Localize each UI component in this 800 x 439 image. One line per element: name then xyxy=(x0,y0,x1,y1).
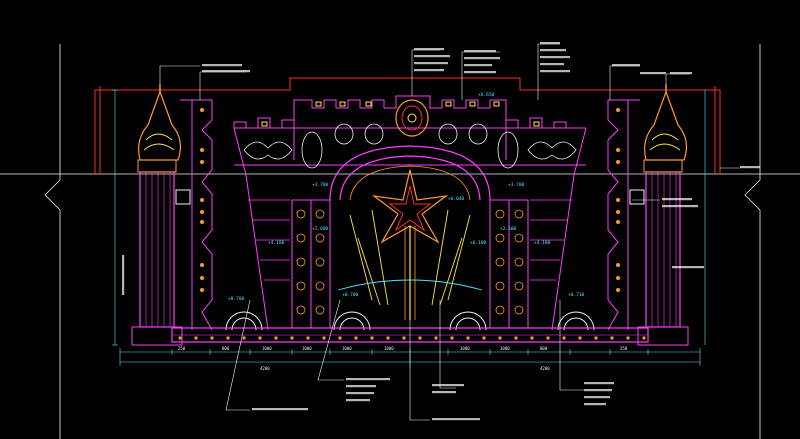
elevation-mark: +3.700 xyxy=(312,182,329,188)
dimension-value: 1000 xyxy=(500,346,510,351)
elevation-mark: +2.600 xyxy=(312,226,329,232)
elevation-mark: +2.600 xyxy=(500,226,517,232)
dimension-value: 1000 xyxy=(342,346,352,351)
side-stair-panels xyxy=(248,199,572,281)
right-column xyxy=(637,84,689,346)
gear-wheels xyxy=(225,311,595,331)
elevation-mark: +6.650 xyxy=(478,92,495,98)
red-structure xyxy=(94,77,721,174)
fan-rays xyxy=(337,209,483,306)
elevation-mark: +6.040 xyxy=(448,196,465,202)
central-arch xyxy=(329,145,491,201)
dimension-total: 4200 xyxy=(260,366,270,371)
right-side-panel xyxy=(607,99,645,331)
castle-wall xyxy=(233,95,587,331)
dimension-total: 4200 xyxy=(540,366,550,371)
elevation-mark: +4.180 xyxy=(268,240,285,246)
ornament-medallions xyxy=(243,123,577,169)
stage-lights xyxy=(178,336,646,340)
dimension-value: 250 xyxy=(620,346,628,351)
elevation-labels: +6.650 +3.700 +4.180 +2.600 +6.040 +6.10… xyxy=(228,92,585,302)
left-side-rivets xyxy=(200,108,204,292)
annotation-text-bars xyxy=(122,42,760,421)
dimension-value: 800 xyxy=(222,346,230,351)
dimension-value: 1000 xyxy=(302,346,312,351)
elevation-mark: +0.700 xyxy=(228,296,245,302)
dimension-value: 1000 xyxy=(384,346,394,351)
elevation-mark: +0.700 xyxy=(342,292,359,298)
battlement-accents xyxy=(261,101,540,127)
frame-outline xyxy=(0,44,800,439)
arch-pillars xyxy=(291,199,529,329)
elevation-mark: +3.700 xyxy=(508,182,525,188)
dimension-value: 250 xyxy=(178,346,186,351)
right-side-rivets xyxy=(616,108,620,292)
dimension-value: 1000 xyxy=(460,346,470,351)
elevation-mark: +6.100 xyxy=(470,240,487,246)
elevation-mark: +0.710 xyxy=(568,292,585,298)
left-column xyxy=(131,84,183,346)
dimension-ticks xyxy=(171,349,649,355)
left-side-panel xyxy=(175,99,213,331)
central-star xyxy=(371,169,449,320)
dimension-values: 250 800 1000 1000 1000 1000 1000 1000 80… xyxy=(178,346,628,371)
crest-emblem xyxy=(395,99,429,137)
elevation-mark: +4.180 xyxy=(534,240,551,246)
dimension-value: 1000 xyxy=(262,346,272,351)
dimension-value: 800 xyxy=(540,346,548,351)
pillar-rosettes xyxy=(296,209,524,315)
